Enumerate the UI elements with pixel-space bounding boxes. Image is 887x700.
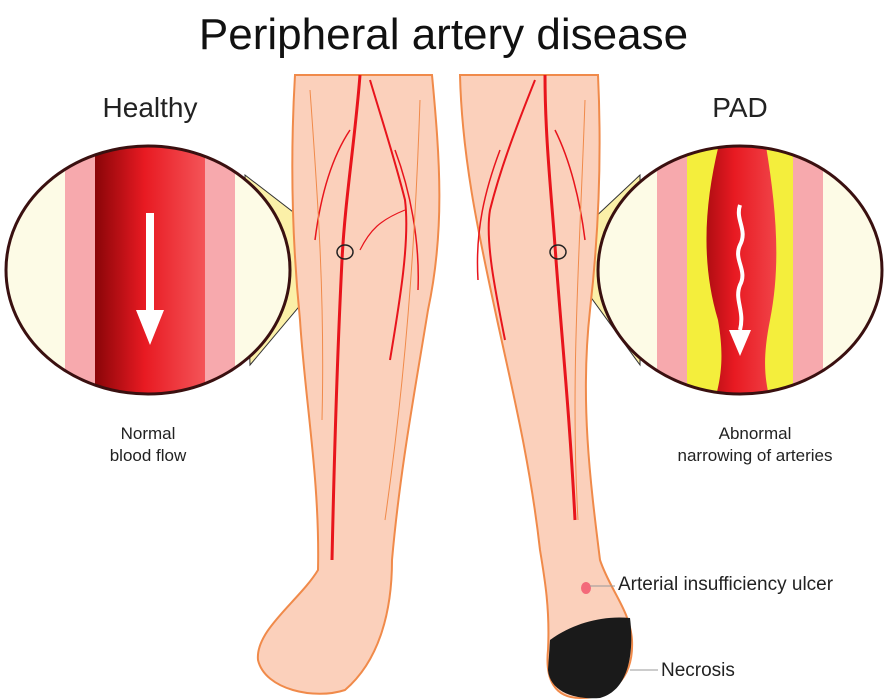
pad-label: PAD [712,92,768,123]
arrow-down-icon [146,213,154,313]
wavy-arrow-icon [736,204,745,331]
healthy-label: Healthy [102,92,198,123]
necrosis-area [548,617,632,699]
healthy-artery-magnifier [4,144,292,396]
ulcer-spot [581,582,591,594]
ulcer-annotation: Arterial insufficiency ulcer [618,574,834,595]
pad-caption: Abnormal narrowing of arteries [640,423,870,467]
necrosis-annotation: Necrosis [661,660,735,681]
pad-leg [458,74,658,700]
healthy-leg [256,74,441,695]
page-title: Peripheral artery disease [198,10,689,59]
pad-caption-line1: Abnormal [718,424,792,443]
healthy-caption-line1: Normal [120,424,176,443]
pad-caption-line2: narrowing of arteries [677,446,833,465]
healthy-caption: Normal blood flow [48,423,248,467]
pad-artery-magnifier [596,144,884,396]
healthy-caption-line2: blood flow [109,446,187,465]
